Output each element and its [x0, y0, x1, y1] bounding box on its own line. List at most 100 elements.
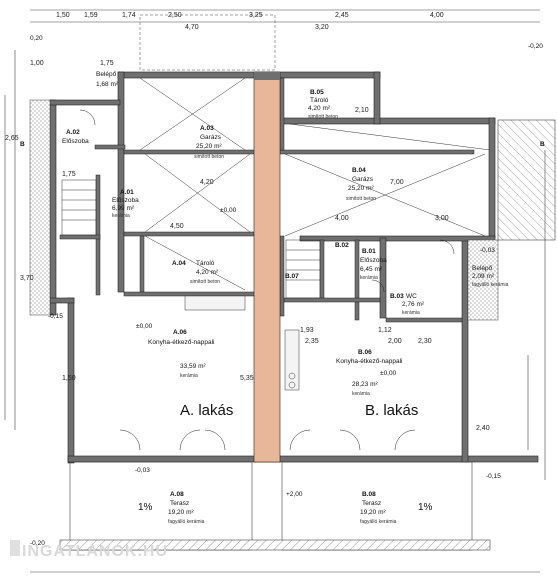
svg-text:Konyha-étkező-nappali: Konyha-étkező-nappali	[336, 358, 403, 365]
party-wall	[253, 71, 281, 463]
svg-text:-0,03: -0,03	[480, 247, 495, 254]
svg-text:B.03: B.03	[390, 293, 404, 300]
svg-text:3,20: 3,20	[315, 24, 329, 31]
svg-text:1,12: 1,12	[378, 327, 392, 334]
room-b03: B.03 WC 2,76 m² kerámia	[390, 293, 425, 316]
entrance-canopy	[139, 14, 276, 71]
svg-text:Előszoba: Előszoba	[112, 197, 139, 204]
svg-text:19,20 m²: 19,20 m²	[360, 509, 386, 516]
svg-text:fagyálló kerámia: fagyálló kerámia	[472, 282, 509, 288]
svg-text:2,09 m²: 2,09 m²	[472, 273, 495, 280]
svg-text:A.01: A.01	[120, 189, 134, 196]
room-b04: B.04 Garázs 25,20 m² simított beton	[346, 167, 376, 202]
svg-text:Előszoba: Előszoba	[360, 257, 387, 264]
svg-text:25,20 m²: 25,20 m²	[196, 143, 222, 150]
stairs-a	[61, 179, 97, 236]
unit-label-b: B. lakás	[365, 402, 418, 419]
svg-text:4,20: 4,20	[200, 179, 214, 186]
svg-text:-0,15: -0,15	[486, 473, 501, 480]
svg-text:simított beton: simított beton	[308, 114, 338, 120]
svg-text:2,45: 2,45	[335, 12, 349, 19]
svg-text:kerámia: kerámia	[180, 373, 198, 379]
svg-text:1,50: 1,50	[62, 375, 76, 382]
svg-text:A.04: A.04	[172, 260, 186, 267]
kitchen-fixtures	[184, 295, 300, 391]
svg-text:B.07: B.07	[285, 273, 299, 280]
svg-text:1,74: 1,74	[122, 12, 136, 19]
right-insulation	[467, 239, 499, 321]
svg-text:4,00: 4,00	[335, 215, 349, 222]
svg-text:6,99 m²: 6,99 m²	[112, 205, 135, 212]
svg-text:Terasz: Terasz	[362, 500, 381, 507]
room-b05: B.05 Tároló 4,20 m² simított beton	[308, 89, 338, 120]
svg-text:B.05: B.05	[310, 89, 324, 96]
svg-text:0,20: 0,20	[30, 35, 43, 42]
svg-text:fagyálló kerámia: fagyálló kerámia	[360, 519, 397, 525]
svg-text:kerámia: kerámia	[352, 391, 370, 397]
svg-text:Előszoba: Előszoba	[62, 138, 89, 145]
svg-text:-0,03: -0,03	[135, 467, 150, 474]
svg-text:simított beton: simított beton	[190, 279, 220, 285]
room-b02: B.02	[335, 242, 349, 249]
svg-text:Terasz: Terasz	[170, 500, 189, 507]
svg-text:Konyha-étkező-nappali: Konyha-étkező-nappali	[148, 339, 215, 346]
svg-text:4,00: 4,00	[430, 12, 444, 19]
terraces	[59, 461, 491, 551]
level-markers: -0,20 ±0,00 -0,03 -0,15 +2,00 -0,20 -0,0…	[30, 43, 543, 547]
room-a02: A.02 Előszoba	[62, 129, 89, 145]
svg-text:B.01: B.01	[362, 248, 376, 255]
svg-text:33,59 m²: 33,59 m²	[180, 363, 206, 370]
svg-text:4,50: 4,50	[170, 223, 184, 230]
svg-text:A.02: A.02	[66, 129, 80, 136]
svg-text:2,00: 2,00	[388, 338, 402, 345]
svg-text:kerámia: kerámia	[112, 213, 130, 219]
roof-overhang-right	[497, 119, 556, 241]
svg-text:-0,15: -0,15	[48, 313, 63, 320]
svg-text:-0,20: -0,20	[528, 43, 543, 50]
svg-text:simított beton: simított beton	[194, 154, 224, 160]
svg-text:B.08: B.08	[362, 491, 376, 498]
svg-text:B: B	[20, 141, 25, 148]
svg-text:±0,00: ±0,00	[380, 370, 397, 377]
svg-text:2,30: 2,30	[418, 338, 432, 345]
svg-text:Tároló: Tároló	[196, 260, 215, 267]
svg-text:B.04: B.04	[352, 167, 366, 174]
svg-text:4,70: 4,70	[185, 24, 199, 31]
room-b09: Belépő 2,09 m² fagyálló kerámia	[472, 265, 509, 288]
svg-text:B.06: B.06	[358, 349, 372, 356]
svg-text:WC: WC	[406, 293, 417, 300]
stairs-b	[285, 239, 321, 299]
svg-text:3,00: 3,00	[435, 215, 449, 222]
room-a04: A.04 Tároló 4,20 m² simított beton	[172, 260, 220, 285]
svg-text:A.03: A.03	[200, 125, 214, 132]
svg-text:A.08: A.08	[170, 491, 184, 498]
svg-text:2,35: 2,35	[305, 338, 319, 345]
svg-text:+2,00: +2,00	[286, 491, 303, 498]
exterior-walls	[49, 71, 539, 464]
svg-text:±0,00: ±0,00	[220, 207, 237, 214]
svg-text:2,76 m²: 2,76 m²	[402, 301, 425, 308]
svg-text:B: B	[540, 141, 545, 148]
dimensions-top: 1,50 1,59 1,74 2,50 3,25 2,45 4,00 4,70 …	[30, 12, 444, 67]
svg-text:1,68 m²: 1,68 m²	[96, 81, 119, 88]
room-a06: A.06 Konyha-étkező-nappali 33,59 m² kerá…	[148, 329, 215, 379]
svg-text:±0,00: ±0,00	[136, 323, 153, 330]
watermark-logo: INGATLANOK.HU	[10, 540, 167, 560]
svg-text:1,75: 1,75	[100, 60, 114, 67]
room-a03: A.03 Garázs 25,20 m² simított beton	[194, 125, 224, 160]
svg-text:1,59: 1,59	[84, 12, 98, 19]
svg-text:2,10: 2,10	[355, 107, 369, 114]
svg-text:A.06: A.06	[173, 329, 187, 336]
svg-text:Belépő: Belépő	[472, 265, 493, 272]
svg-text:28,23 m²: 28,23 m²	[352, 381, 378, 388]
svg-text:1,00: 1,00	[30, 60, 44, 67]
svg-text:2,40: 2,40	[476, 425, 490, 432]
room-b06: B.06 Konyha-étkező-nappali 28,23 m² kerá…	[336, 349, 403, 397]
svg-text:7,00: 7,00	[390, 179, 404, 186]
dimensions-inner: 4,20 7,00 4,00 3,00 4,50 5,35 2,35 2,00 …	[5, 107, 490, 432]
left-insulation	[29, 99, 51, 316]
svg-text:Garázs: Garázs	[200, 134, 222, 141]
svg-text:kerámia: kerámia	[360, 275, 378, 281]
svg-text:3,25: 3,25	[249, 12, 263, 19]
